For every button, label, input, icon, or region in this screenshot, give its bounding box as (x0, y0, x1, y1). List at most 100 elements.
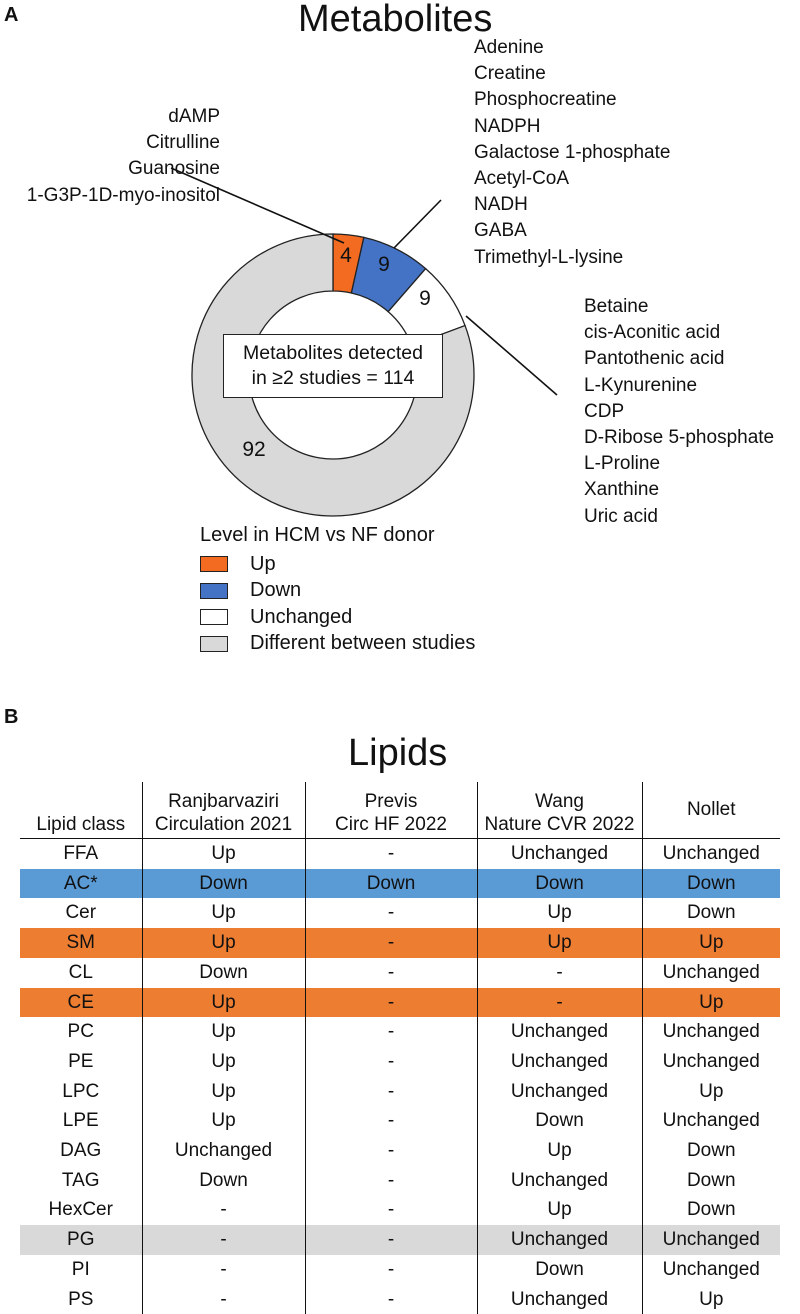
result-cell: Unchanged (141, 1136, 305, 1166)
result-cell: Down (141, 1165, 305, 1196)
donut-value-label: 4 (340, 244, 352, 267)
result-cell: Up (141, 1106, 305, 1137)
column-header: Lipid class (20, 782, 142, 839)
lipid-class-cell: PS (68, 1288, 94, 1310)
lipid-class-cell: CL (68, 961, 93, 983)
result-cell: - (304, 1165, 477, 1196)
leader-line-up (170, 167, 345, 244)
metabolite-name: Betaine (584, 296, 649, 317)
lipids-title: Lipids (348, 732, 448, 774)
metabolite-name: L-Kynurenine (584, 374, 698, 396)
result-cell: - (304, 1284, 477, 1314)
metabolite-name: cis-Aconitic acid (584, 322, 721, 344)
legend-label: Up (250, 552, 276, 575)
result-cell: Down (641, 1195, 780, 1226)
result-cell: - (304, 1046, 477, 1077)
result-cell: Up (641, 987, 780, 1018)
metabolite-name: Guanosine (128, 158, 220, 180)
result-cell: Unchanged (641, 1106, 780, 1137)
result-cell: Up (476, 1195, 642, 1226)
metabolites-detected-box: Metabolites detected in ≥2 studies = 114 (223, 334, 443, 398)
legend-item: Unchanged (200, 604, 475, 631)
result-cell: Up (141, 838, 305, 869)
result-cell: Up (641, 1284, 780, 1314)
result-cell: Up (141, 987, 305, 1018)
legend-item: Up (200, 551, 475, 578)
legend-swatch (200, 556, 228, 573)
legend-item: Different between studies (200, 631, 475, 658)
metabolite-name: GABA (474, 220, 527, 242)
lipid-class-cell: PE (68, 1050, 94, 1072)
lipid-class-cell: AC* (63, 872, 98, 894)
result-cell: - (304, 1225, 477, 1255)
metabolite-name: Pantothenic acid (584, 348, 725, 370)
lipid-class-cell: Cer (65, 902, 97, 924)
result-cell: Unchanged (641, 1017, 780, 1047)
result-cell: Up (141, 1046, 305, 1077)
metabolite-name: 1-G3P-1D-myo-inositol (26, 184, 220, 206)
panel-a-letter: A (4, 4, 19, 26)
donut-slice-different-between-studies (191, 233, 475, 517)
lipid-class-cell: CE (67, 991, 94, 1013)
lipid-class-cell: PC (67, 1021, 94, 1043)
metabolite-name: Citrulline (146, 132, 220, 154)
legend-swatch (200, 635, 228, 652)
result-cell: Unchanged (641, 838, 780, 869)
result-cell: Up (141, 898, 305, 929)
result-cell: Down (141, 957, 305, 988)
result-cell: - (476, 957, 642, 988)
result-cell: Unchanged (476, 1165, 642, 1196)
legend-title: Level in HCM vs NF donor (200, 524, 435, 546)
metabolite-name: L-Proline (584, 453, 661, 475)
lipid-class-cell: DAG (60, 1140, 102, 1162)
result-cell: Down (304, 868, 477, 899)
result-cell: Unchanged (641, 957, 780, 988)
metabolite-name: Phosphocreatine (474, 89, 617, 111)
result-cell: Unchanged (476, 1017, 642, 1047)
result-cell: Down (476, 868, 642, 899)
result-cell: - (304, 1136, 477, 1166)
metabolite-name: dAMP (168, 106, 220, 127)
column-header: Nollet (641, 782, 780, 839)
result-cell: Down (641, 1136, 780, 1166)
detected-line-2: in ≥2 studies = 114 (251, 367, 415, 389)
result-cell: Unchanged (476, 1046, 642, 1077)
result-cell: - (476, 987, 642, 1018)
result-cell: - (304, 987, 477, 1018)
legend-label: Unchanged (250, 605, 353, 628)
result-cell: Down (641, 1165, 780, 1196)
donut-value-label: 9 (419, 287, 431, 310)
legend-swatch (200, 582, 228, 599)
legend-label: Down (250, 579, 302, 602)
result-cell: - (304, 1017, 477, 1047)
leader-line-unchanged (465, 315, 558, 396)
result-cell: Up (476, 928, 642, 958)
donut-value-label: 92 (242, 438, 265, 461)
result-cell: - (304, 957, 477, 988)
result-cell: - (141, 1225, 305, 1255)
result-cell: Up (141, 1076, 305, 1107)
panel-b-letter: B (4, 706, 19, 728)
lipid-class-cell: LPE (62, 1110, 99, 1132)
result-cell: - (304, 898, 477, 929)
result-cell: - (141, 1195, 305, 1226)
